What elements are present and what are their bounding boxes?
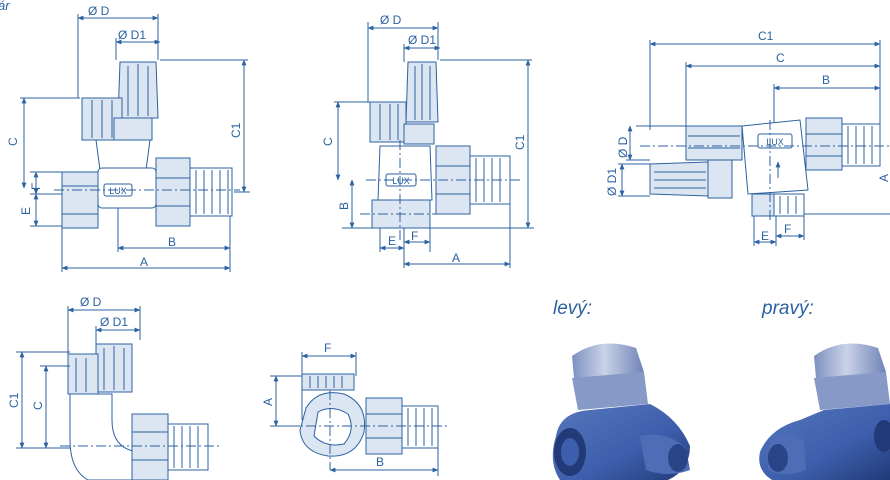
straight-brand-label: LUX (109, 186, 127, 196)
side-e-label: E (761, 229, 769, 243)
side-c-label: C (776, 51, 785, 65)
top-view-a-label: A (261, 398, 275, 406)
angle-dimension-labels: Ø D Ø D1 C B C1 E F A (321, 13, 527, 265)
straight-dimension-labels: Ø D Ø D1 C C1 F E B A (6, 4, 243, 269)
drawing-top-view-valve (270, 352, 450, 476)
corner-c-label: C (31, 401, 45, 410)
angle-brand-label: LUX (392, 176, 410, 186)
top-view-f-label: F (324, 341, 331, 355)
straight-a-label: A (140, 255, 148, 269)
top-view-b-label: B (376, 455, 384, 469)
corner-od1-label: Ø D1 (100, 315, 128, 329)
side-c1-label: C1 (758, 29, 774, 43)
angle-b-label: B (337, 202, 351, 210)
straight-b-label: B (168, 235, 176, 249)
top-view-dimension-labels: F A B (261, 341, 384, 469)
straight-c1-label: C1 (229, 122, 243, 138)
side-od-label: Ø D (616, 136, 630, 158)
angle-c1-label: C1 (513, 134, 527, 150)
angle-c-label: C (321, 137, 335, 146)
corner-c1-label: C1 (7, 392, 21, 408)
right-photo-label: pravý: (762, 298, 814, 319)
straight-od-label: Ø D (88, 4, 110, 18)
side-od1-label: Ø D1 (605, 168, 619, 196)
drawing-side-valve: LUX (618, 40, 890, 246)
side-brand-label: LUX (766, 137, 784, 147)
side-a-label: A (877, 174, 890, 182)
corner-od-label: Ø D (80, 295, 102, 309)
photo-right-valve (759, 343, 890, 480)
angle-f-label: F (411, 229, 418, 243)
drawing-straight-valve: LUX (20, 14, 250, 272)
straight-f-label: F (29, 183, 43, 190)
top-fragment-text: ár (0, 0, 10, 13)
angle-e-label: E (388, 234, 396, 248)
straight-c-label: C (6, 137, 20, 146)
side-f-label: F (784, 222, 791, 236)
corner-dimension-labels: Ø D Ø D1 C1 C (7, 295, 128, 410)
photo-left-valve (552, 343, 690, 480)
drawing-corner-valve (16, 306, 220, 480)
drawing-angle-valve: LUX (334, 22, 534, 268)
angle-a-label: A (452, 251, 460, 265)
angle-od1-label: Ø D1 (408, 33, 436, 47)
straight-od1-label: Ø D1 (118, 28, 146, 42)
left-photo-label: levý: (553, 298, 593, 319)
straight-e-label: E (19, 207, 33, 215)
side-b-label: B (822, 73, 830, 87)
angle-od-label: Ø D (380, 13, 402, 27)
side-dimension-labels: C1 C B Ø D Ø D1 E F A (605, 29, 890, 243)
